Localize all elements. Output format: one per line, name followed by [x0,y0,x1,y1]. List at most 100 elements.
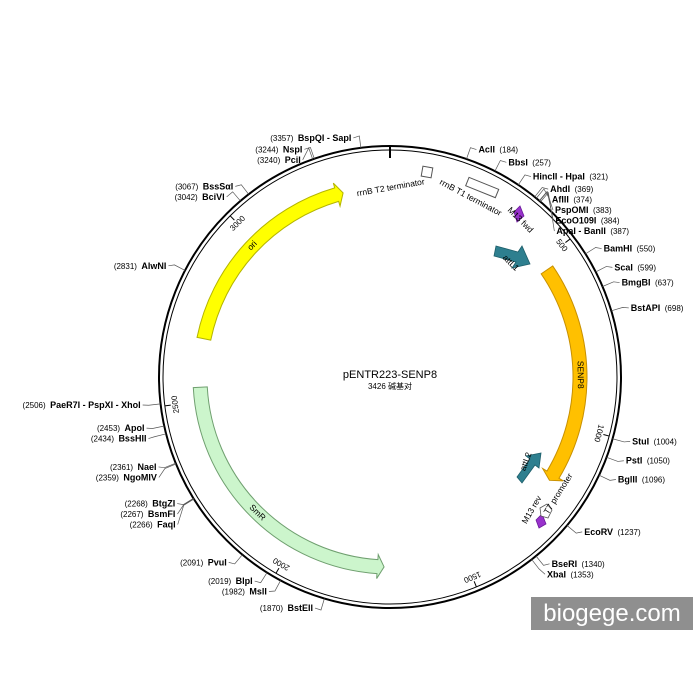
site-name: BciVI [202,192,225,202]
tick-mark [565,238,571,243]
site-position: (1340) [582,560,605,569]
site-name: BssHII [118,434,146,444]
site-name: AclI [478,145,495,155]
m13-fwd-arrow [513,205,525,223]
site-name: BbsI [508,157,528,167]
site-name: PstI [626,456,643,466]
site-label: AflII (374) [552,190,592,207]
site-label: BglII (1096) [618,469,665,486]
site-position: (384) [601,217,620,226]
site-name: FaqI [157,520,176,530]
site-position: (369) [575,185,594,194]
site-label: ApaI - BanII (387) [556,221,629,238]
site-leader-line [158,463,177,478]
site-name: XbaI [547,569,566,579]
site-label: (1982) MslI [222,582,267,599]
site-position: (1096) [642,475,665,484]
site-label: (3067) BssSαI [175,176,233,193]
site-name: BspQI - SapI [298,133,352,143]
site-leader-line [158,462,176,469]
site-position: (2268) [125,500,148,509]
site-position: (3244) [255,145,278,154]
watermark: biogege.com [531,597,693,630]
site-leader-line [254,572,268,584]
site-label: BamHI (550) [604,239,656,256]
site-label: XbaI (1353) [547,564,594,581]
site-name: BseRI [552,559,578,569]
plasmid-length: 3426 碱基对 [368,381,412,391]
site-leader-line [611,306,629,312]
site-position: (1004) [654,437,677,446]
site-label: (2453) ApoI [97,418,145,435]
site-position: (550) [637,245,656,254]
site-position: (1982) [222,588,245,597]
tick-label: 1000 [592,424,605,444]
site-name: NspI [283,144,303,154]
site-name: BtgZI [152,499,175,509]
site-label: (2268) BtgZI [125,494,176,511]
site-position: (637) [655,279,674,288]
tick-mark [164,404,171,407]
site-leader-line [466,147,477,160]
site-leader-line [602,281,620,287]
site-leader-line [612,438,631,443]
site-position: (698) [665,304,684,313]
site-position: (387) [610,227,629,236]
site-leader-line [148,433,167,439]
site-label: (3244) NspI [255,139,302,156]
t7-promoter-arrow [539,503,553,519]
site-label: BmgBI (637) [622,273,674,290]
site-position: (1050) [647,457,670,466]
tick-label: 500 [554,237,570,254]
site-label: EcoRV (1237) [584,522,641,539]
site-position: (2831) [114,262,137,271]
feature-senp8-label: SENP8 [576,361,586,389]
tick-mark [229,215,235,221]
site-name: BamHI [604,244,633,254]
site-position: (599) [637,263,656,272]
site-name: BglII [618,474,638,484]
site-label: (2091) PvuI [180,552,227,569]
site-label: EcoO109I (384) [555,211,619,228]
site-leader-line [517,174,532,186]
site-position: (1353) [571,570,594,579]
site-leader-line [228,554,243,565]
site-leader-line [168,264,186,271]
site-position: (3042) [175,193,198,202]
site-name: NgoMIV [123,472,157,482]
site-name: PaeR7I - PspXI - XhoI [50,400,141,410]
site-position: (184) [499,146,518,155]
site-name: AhdI [550,184,570,194]
site-name: HincII - HpaI [533,172,585,182]
site-position: (2266) [130,521,153,530]
site-position: (2091) [180,558,203,567]
site-label: PstI (1050) [626,451,670,468]
site-name: PvuI [208,557,227,567]
site-leader-line [566,525,583,534]
site-name: BssSαI [203,181,234,191]
site-position: (3357) [270,134,293,143]
site-label: (2266) FaqI [130,515,176,532]
site-label: (2361) NaeI [110,457,157,474]
site-label: ScaI (599) [614,257,656,274]
site-lines [142,135,631,611]
site-leader-line [598,474,616,481]
site-label: (2831) AlwNI [114,256,167,273]
site-leader-line [534,187,549,198]
site-position: (3067) [175,182,198,191]
site-name: BstAPI [631,303,661,313]
site-name: EcoO109I [555,216,596,226]
site-position: (257) [532,158,551,167]
site-leader-line [595,266,613,273]
site-leader-line [177,498,194,515]
site-label: PspOMI (383) [555,200,612,217]
site-label: (2434) BssHII [91,429,147,446]
site-leader-line [585,247,602,255]
site-name: MslI [249,587,267,597]
site-leader-line [538,190,554,211]
site-position: (1237) [618,528,641,537]
site-name: EcoRV [584,527,613,537]
site-position: (2359) [96,473,119,482]
